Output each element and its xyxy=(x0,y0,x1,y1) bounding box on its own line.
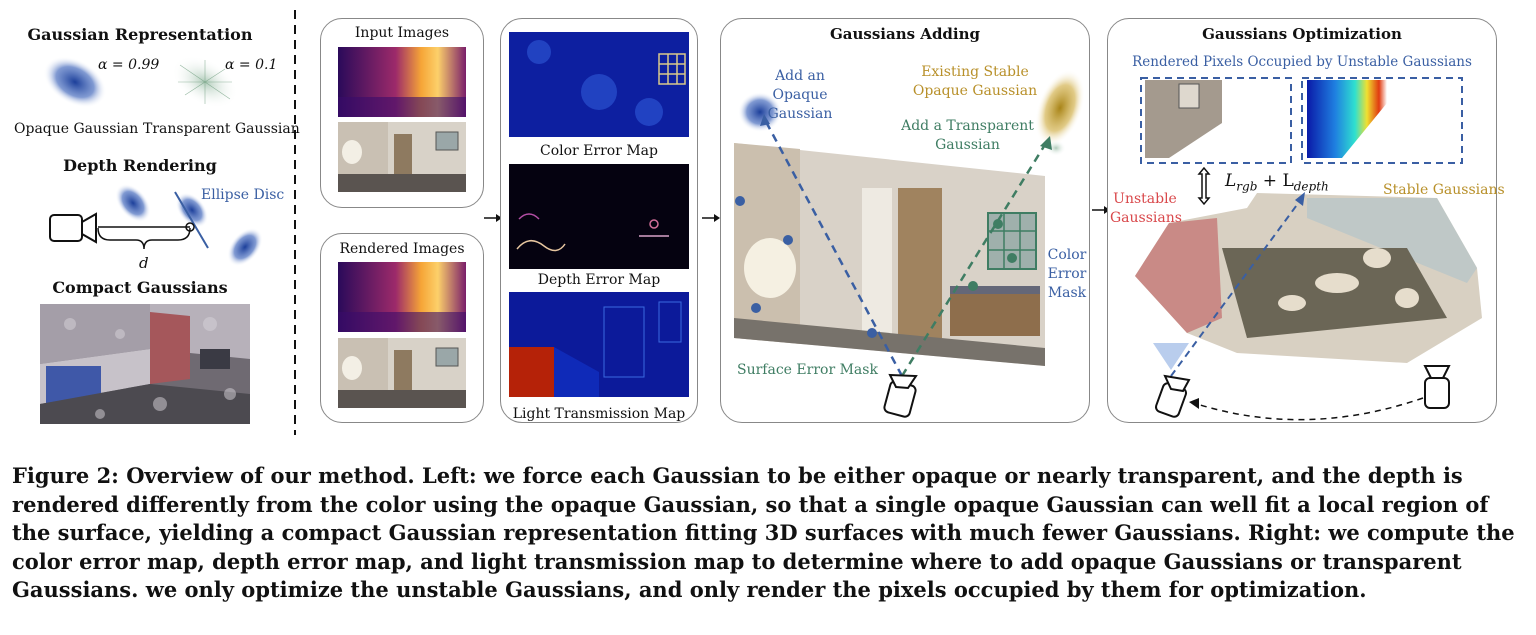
add-transparent-label: Add a Transparent Gaussian xyxy=(901,118,1034,153)
light-transmission-map-label: Light Transmission Map xyxy=(512,406,686,422)
depth-rendering-figure xyxy=(49,183,263,267)
loss-l-rgb: L xyxy=(1225,171,1237,191)
input-images-label: Input Images xyxy=(354,25,450,41)
unstable-gaussians-label: Unstable Gaussians xyxy=(1110,191,1182,226)
color-error-map-label: Color Error Map xyxy=(539,143,658,159)
ellipse-disc-label: Ellipse Disc xyxy=(201,187,285,203)
color-error-map-image xyxy=(509,32,689,137)
existing-stable-label: Existing Stable Opaque Gaussian xyxy=(912,64,1038,99)
compact-gaussians-title: Compact Gaussians xyxy=(52,278,228,297)
opaque-gaussian-label: Opaque Gaussian xyxy=(14,121,139,137)
loss-depth-subscript: depth xyxy=(1293,179,1329,194)
gaussian-representation-title: Gaussian Representation xyxy=(27,25,253,44)
camera-icon xyxy=(49,212,97,244)
rendered-images-label: Rendered Images xyxy=(339,241,465,257)
alpha-transparent-label: α = 0.1 xyxy=(225,57,278,73)
loss-plus-l: + L xyxy=(1257,171,1294,191)
input-depth-image xyxy=(338,47,466,117)
depth-rendering-title: Depth Rendering xyxy=(63,156,217,175)
compact-gaussians-image xyxy=(40,304,250,424)
surface-error-mask-label: Surface Error Mask xyxy=(737,362,878,378)
figure-caption: Figure 2: Overview of our method. Left: … xyxy=(12,463,1515,602)
arrow-to-maps xyxy=(484,214,502,222)
alpha-opaque-label: α = 0.99 xyxy=(98,57,160,73)
column-separator xyxy=(294,10,296,435)
rendered-depth-image xyxy=(338,262,466,332)
rendered-pixels-label: Rendered Pixels Occupied by Unstable Gau… xyxy=(1132,54,1472,70)
add-opaque-label: Add an Opaque Gaussian xyxy=(767,68,833,122)
stable-gaussians-label: Stable Gaussians xyxy=(1383,182,1505,198)
opaque-gaussian-ellipse xyxy=(43,56,107,108)
depth-error-map-label: Depth Error Map xyxy=(537,272,661,288)
depth-error-map-image xyxy=(509,164,689,269)
loss-rgb-subscript: rgb xyxy=(1236,179,1258,194)
gaussians-adding-title: Gaussians Adding xyxy=(829,25,981,43)
gaussians-optimization-title: Gaussians Optimization xyxy=(1202,25,1402,43)
distance-d-label: d xyxy=(139,254,149,272)
rendered-rgb-image xyxy=(338,338,466,408)
camera-icon xyxy=(883,373,918,418)
gaussian-representation-figure xyxy=(43,55,239,109)
input-rgb-image xyxy=(338,122,466,192)
transparent-gaussian-label: Transparent Gaussian xyxy=(143,121,300,137)
loss-formula: Lrgb + Ldepth xyxy=(1225,171,1329,193)
gaussians-optimization-scene xyxy=(1135,77,1482,421)
gaussians-adding-scene xyxy=(734,69,1085,418)
light-transmission-map-image xyxy=(509,292,689,397)
color-error-mask-label: Color Error Mask xyxy=(1047,247,1087,301)
arrow-to-adding xyxy=(702,214,720,222)
